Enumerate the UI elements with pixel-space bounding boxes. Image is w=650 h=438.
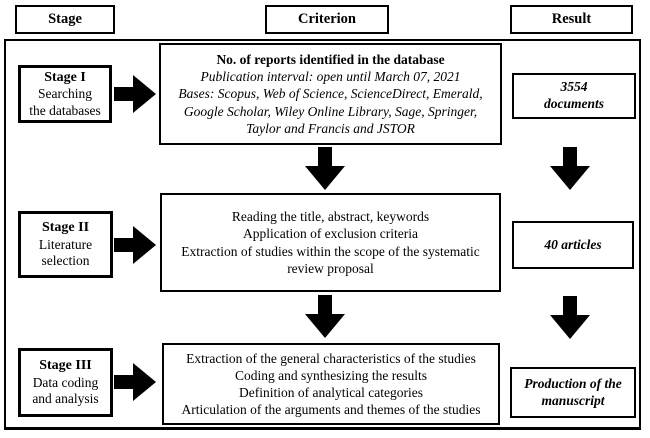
criterion-1-line: Google Scholar, Wiley Online Library, Sa… — [183, 103, 478, 119]
column-header-result: Result — [510, 5, 633, 34]
right-arrow-icon — [114, 360, 156, 404]
stage-1-subtitle: the databases — [29, 102, 101, 118]
stage-2-box: Stage II Literature selection — [18, 211, 113, 278]
criterion-1-line: Publication interval: open until March 0… — [200, 69, 461, 85]
stage-2-subtitle: Literature — [38, 236, 93, 252]
criterion-1-box: No. of reports identified in the databas… — [159, 43, 502, 145]
stage-2-title: Stage II — [41, 220, 90, 236]
down-arrow-icon — [549, 147, 591, 190]
right-arrow-icon — [114, 223, 156, 267]
criterion-3-line: Articulation of the arguments and themes… — [181, 402, 481, 418]
result-3-text: manuscript — [541, 392, 605, 408]
result-1-box: 3554 documents — [512, 73, 636, 119]
result-3-box: Production of the manuscript — [510, 367, 636, 418]
right-arrow-icon — [114, 72, 156, 116]
criterion-2-line: Application of exclusion criteria — [242, 226, 419, 242]
stage-1-box: Stage I Searching the databases — [18, 65, 112, 123]
down-arrow-icon — [304, 147, 346, 190]
criterion-2-box: Reading the title, abstract, keywords Ap… — [160, 193, 501, 292]
down-arrow-icon — [304, 295, 346, 338]
criterion-1-line: Taylor and Francis and JSTOR — [246, 120, 415, 136]
result-1-text: documents — [543, 96, 604, 111]
criterion-2-line: Extraction of studies within the scope o… — [181, 243, 480, 259]
criterion-1-line: Bases: Scopus, Web of Science, ScienceDi… — [178, 86, 483, 102]
stage-3-subtitle: and analysis — [32, 391, 99, 407]
stage-3-title: Stage III — [39, 358, 92, 374]
result-3-text: Production of the — [524, 375, 622, 391]
stage-3-subtitle: Data coding — [32, 374, 99, 390]
stage-2-subtitle: selection — [41, 253, 90, 269]
criterion-2-line: review proposal — [287, 260, 374, 276]
criterion-3-line: Extraction of the general characteristic… — [186, 350, 476, 366]
column-header-stage: Stage — [15, 5, 115, 34]
result-1-text: 3554 — [560, 79, 588, 95]
result-2-text: 40 articles — [544, 236, 602, 252]
down-arrow-icon — [549, 296, 591, 339]
stage-3-box: Stage III Data coding and analysis — [18, 348, 113, 417]
result-2-box: 40 articles — [512, 221, 634, 269]
stage-1-title: Stage I — [44, 69, 86, 85]
criterion-3-line: Coding and synthesizing the results — [235, 367, 427, 383]
criterion-3-line: Definition of analytical categories — [238, 385, 424, 400]
stage-1-subtitle: Searching — [38, 86, 92, 102]
criterion-2-line: Reading the title, abstract, keywords — [231, 209, 430, 225]
column-header-criterion: Criterion — [265, 5, 389, 34]
criterion-1-title: No. of reports identified in the databas… — [216, 52, 445, 68]
criterion-3-box: Extraction of the general characteristic… — [162, 343, 500, 425]
